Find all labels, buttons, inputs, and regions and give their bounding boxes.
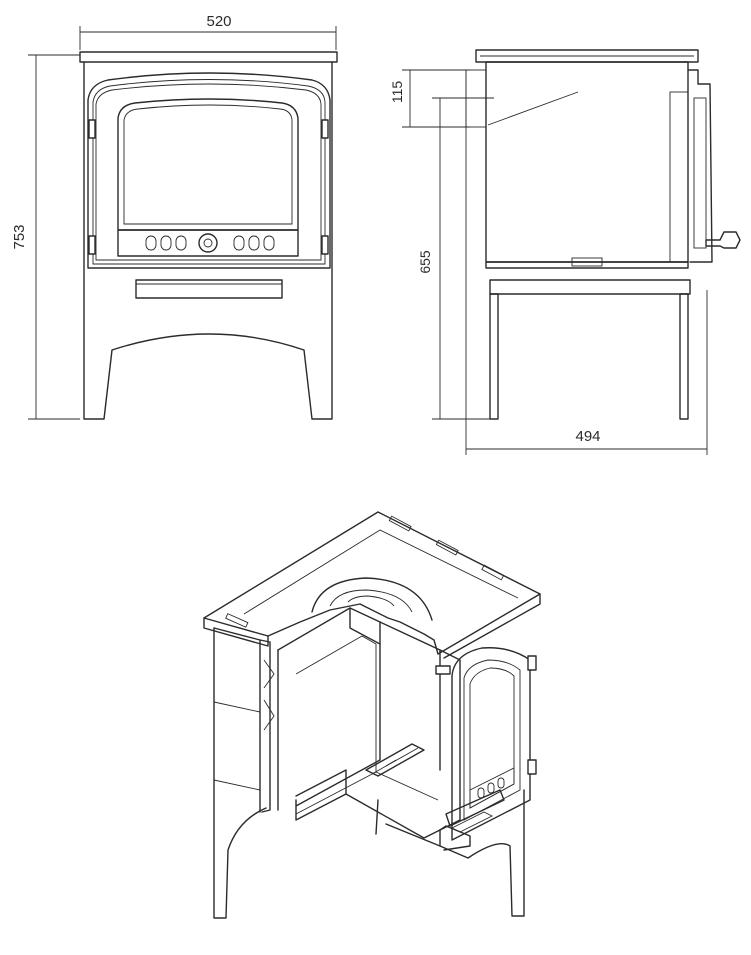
isometric-cutaway-view [203,511,541,919]
front-view: 520 753 [11,13,338,420]
side-depth-label: 494 [575,428,600,445]
side-view: 115 655 494 [389,49,741,455]
side-top-offset-dimension: 115 [389,69,470,128]
side-height-label: 655 [417,250,433,274]
front-height-dimension: 753 [11,54,80,420]
side-depth-dimension: 494 [465,70,708,455]
side-top-offset-label: 115 [389,81,405,104]
front-width-dimension: 520 [79,13,337,50]
front-width-label: 520 [206,13,231,30]
side-height-dimension: 655 [417,97,494,420]
front-height-label: 753 [11,224,28,249]
